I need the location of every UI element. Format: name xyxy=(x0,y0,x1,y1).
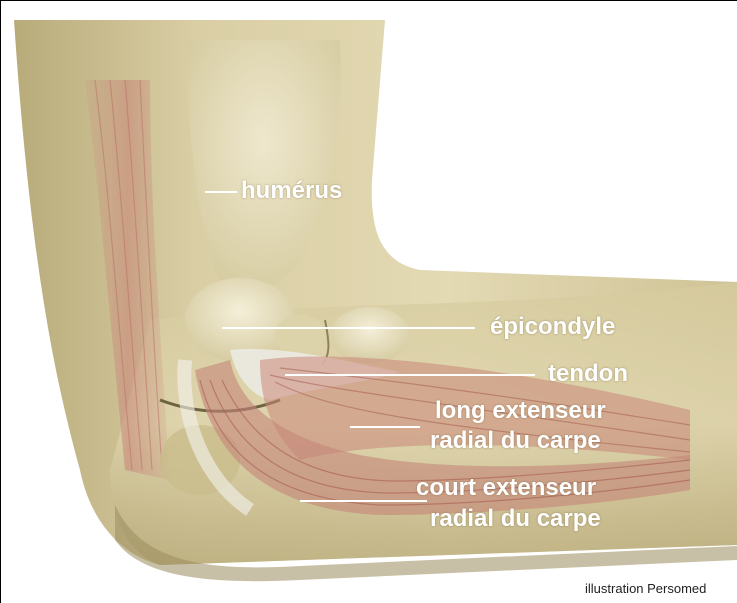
short-extensor-leader-line xyxy=(300,500,427,502)
frame-border-top xyxy=(0,0,737,1)
illustration-credit: illustration Persomed xyxy=(585,581,737,596)
radial-head-bone xyxy=(330,307,410,363)
humerus-leader-line xyxy=(205,191,237,193)
tendon-label: tendon xyxy=(548,360,628,388)
long-extensor-label-line1: long extenseur xyxy=(435,397,606,425)
frame-border-left xyxy=(0,0,1,603)
epicondyle-label: épicondyle xyxy=(490,313,615,341)
short-extensor-label-line2: radial du carpe xyxy=(430,505,601,533)
epicondyle-leader-line xyxy=(222,327,475,329)
humerus-label: humérus xyxy=(241,177,342,205)
long-extensor-label-line2: radial du carpe xyxy=(430,427,601,455)
short-extensor-label-line1: court extenseur xyxy=(416,474,596,502)
long-extensor-leader-line xyxy=(350,426,420,428)
tendon-leader-line xyxy=(285,374,535,376)
